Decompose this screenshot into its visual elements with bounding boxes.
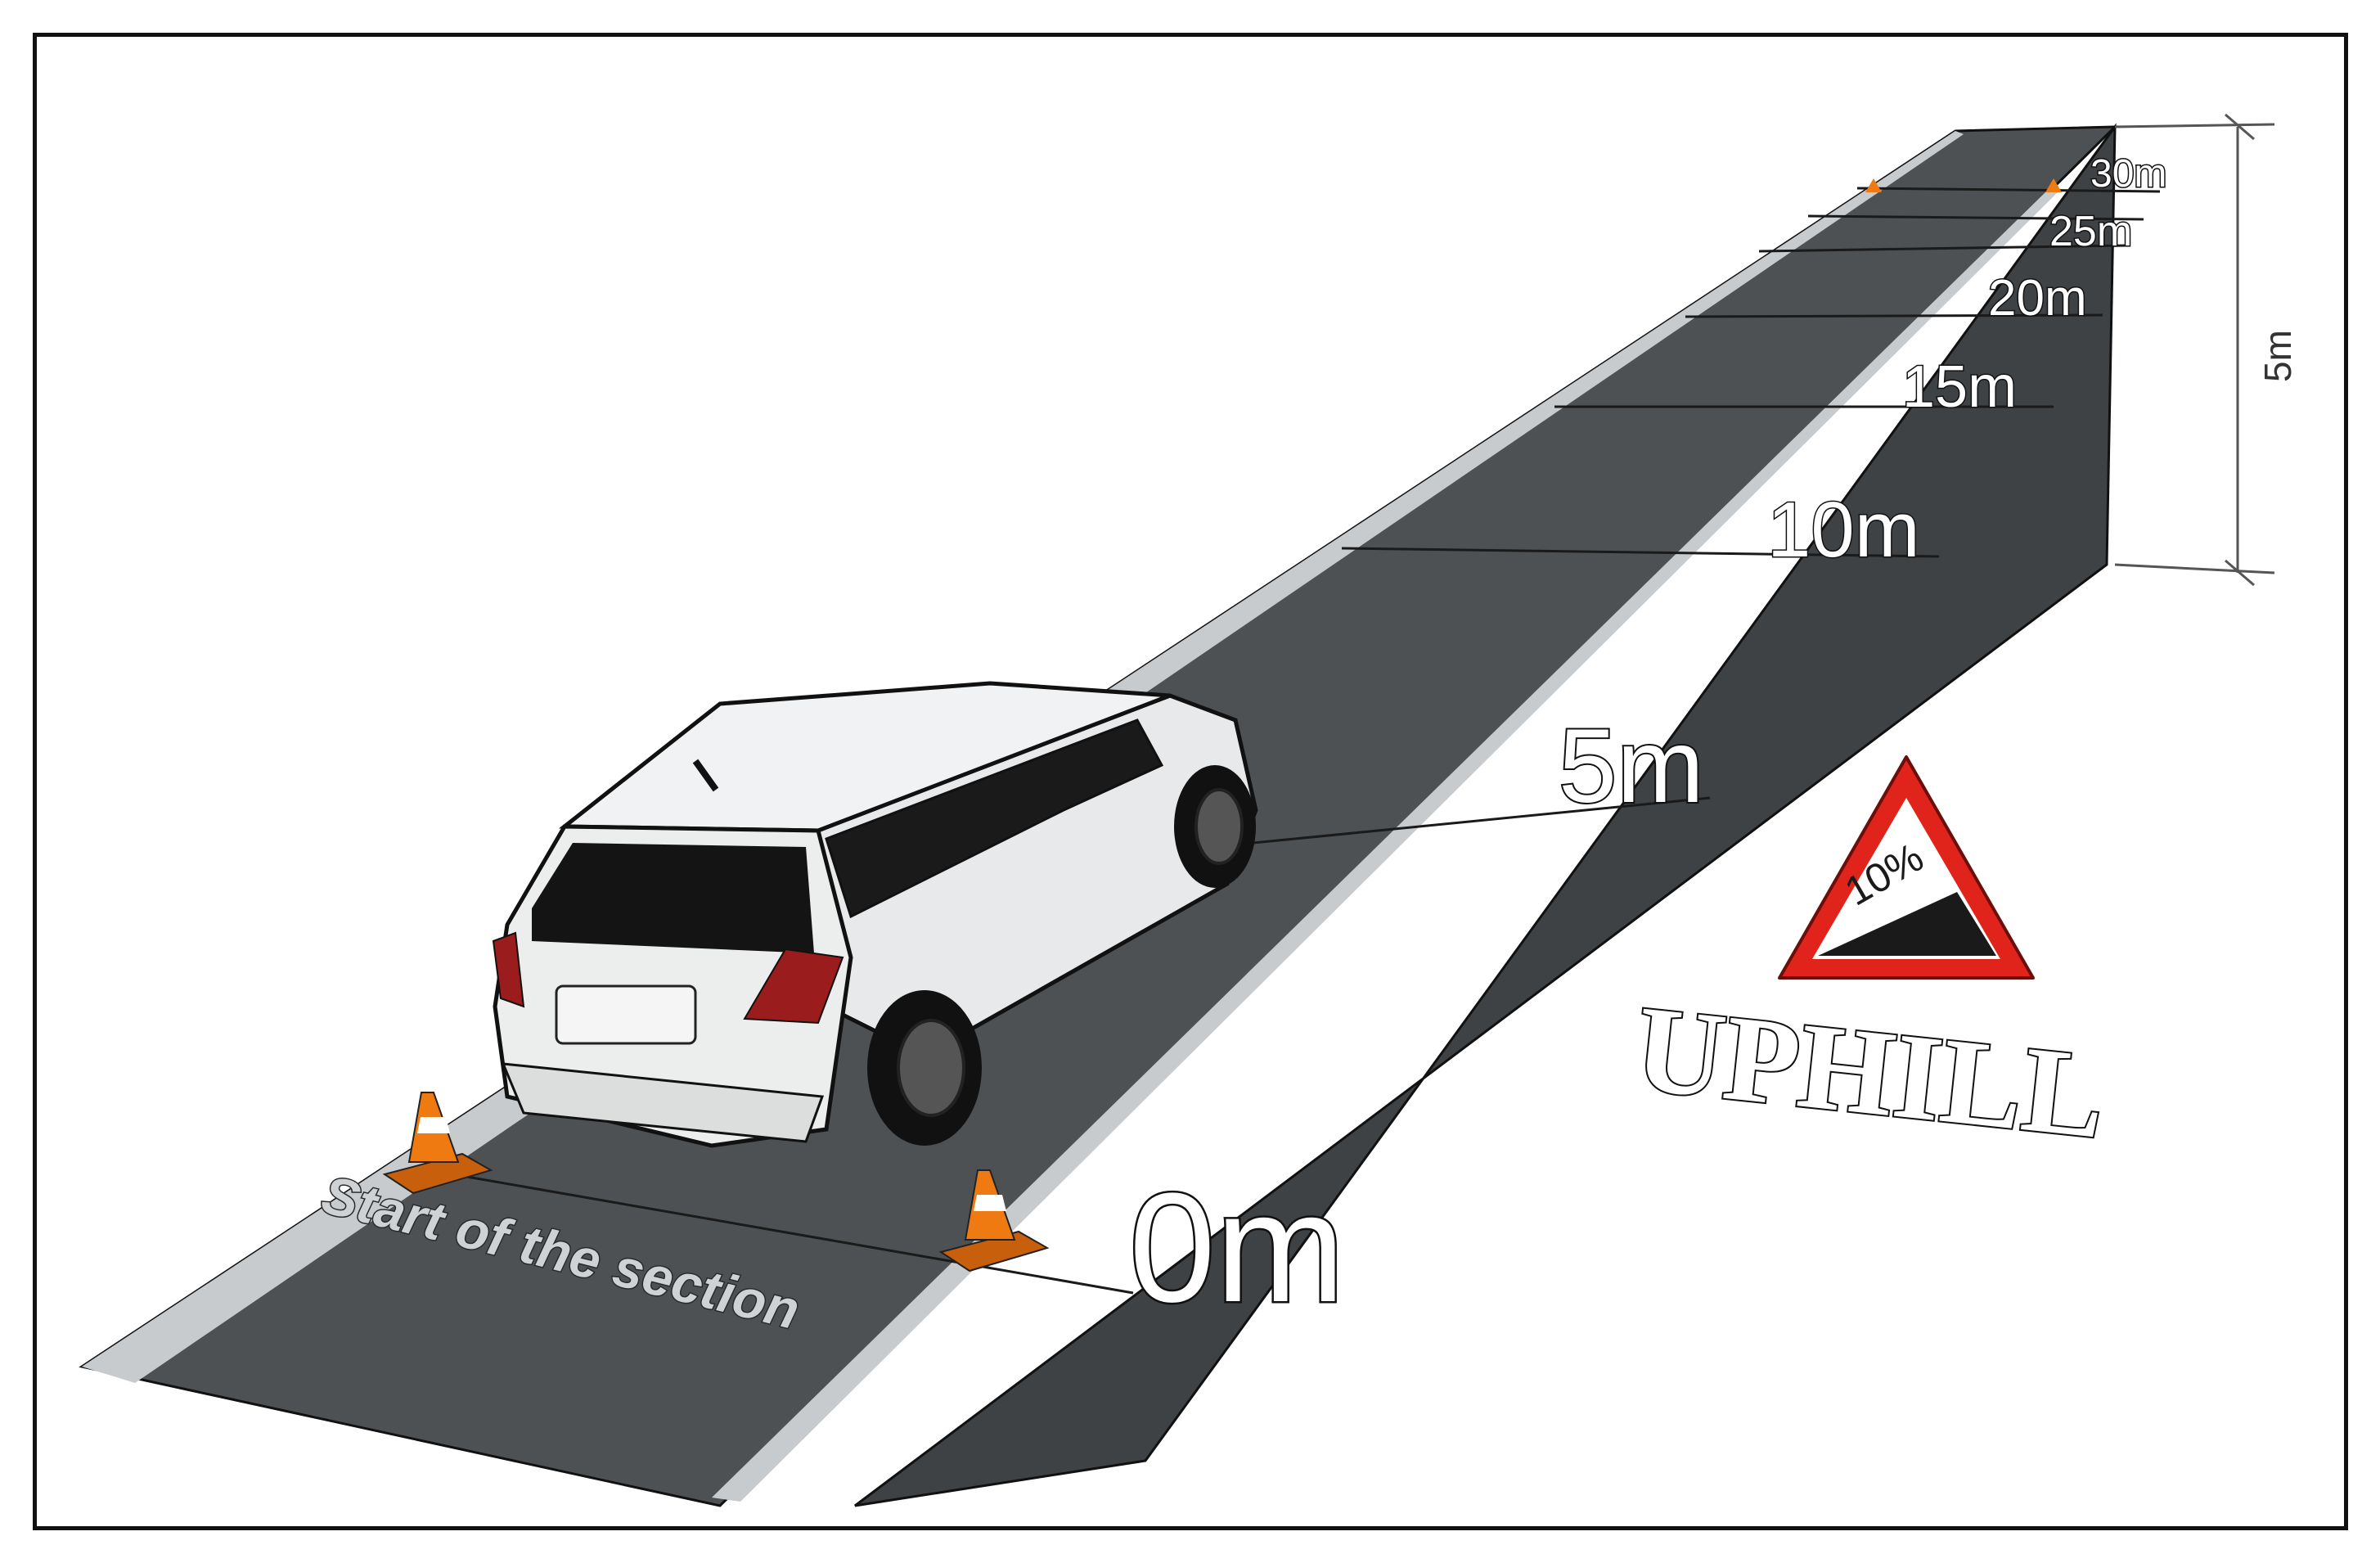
car	[492, 681, 1258, 1148]
traffic-cone-left	[382, 1092, 493, 1195]
traffic-cone-far-left	[1865, 178, 1882, 192]
car-rear-bumper	[501, 1062, 825, 1143]
car-tail-light-right	[743, 948, 844, 1025]
height-label: 5m	[2256, 330, 2299, 382]
traffic-cone-far-right	[2045, 178, 2062, 192]
distance-cross-lines	[429, 187, 2161, 1295]
car-license-plate	[555, 984, 697, 1045]
distance-label-0m: 0m	[1129, 1161, 1345, 1335]
car-antenna	[692, 759, 719, 792]
road-lane-line-right	[712, 192, 2058, 1502]
car-tail-light-left	[492, 931, 525, 1008]
distance-label-5m: 5m	[1559, 708, 1704, 825]
distance-label-10m: 10m	[1767, 486, 1920, 574]
traffic-cone-right	[938, 1169, 1050, 1272]
distance-label-30m: 30m	[2090, 152, 2166, 196]
height-dimension	[2114, 113, 2275, 587]
uphill-warning-sign: 10%	[1778, 755, 2035, 980]
car-side-windows	[825, 718, 1164, 919]
distance-label-25m: 25m	[2049, 208, 2132, 255]
distance-label-20m: 20m	[1988, 270, 2087, 327]
car-rear-window	[532, 843, 814, 953]
grade-slope-icon	[1818, 892, 1996, 956]
car-wheel-front	[1174, 765, 1256, 888]
distance-label-15m: 15m	[1902, 354, 2017, 420]
uphill-caption: UPHILL	[1630, 980, 2112, 1164]
car-wheel-rear	[867, 990, 982, 1146]
